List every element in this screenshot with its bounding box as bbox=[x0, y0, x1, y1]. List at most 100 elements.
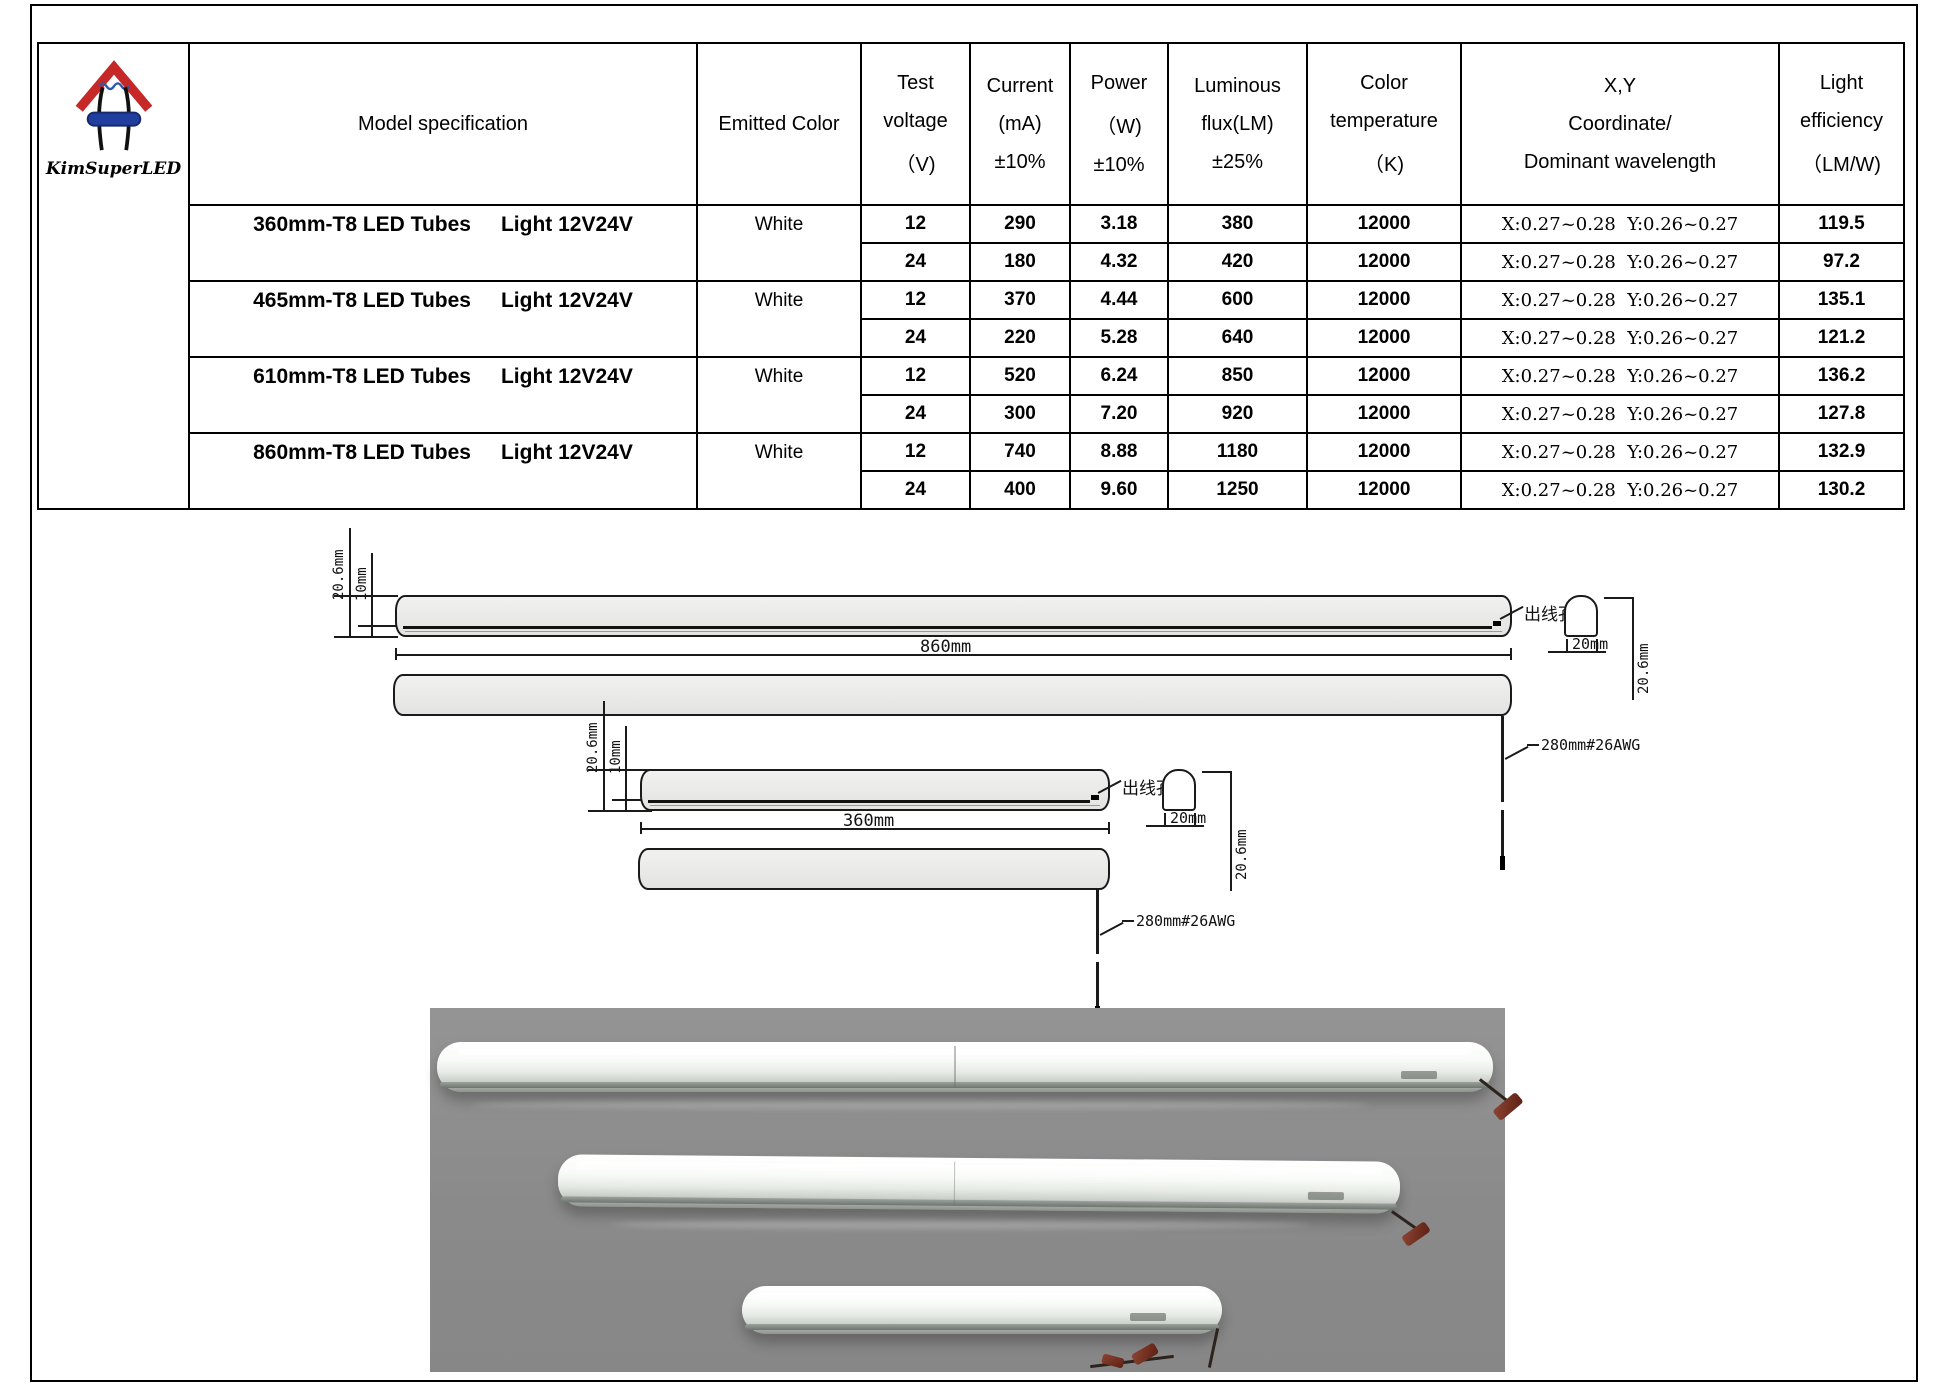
tube-860-cross-section bbox=[1564, 595, 1598, 637]
cell-current: 400 bbox=[969, 470, 1071, 510]
cell-temp: 12000 bbox=[1306, 318, 1462, 358]
dimension-tick bbox=[1566, 639, 1568, 653]
emitted-color-cell: White bbox=[696, 280, 862, 358]
cell-current: 370 bbox=[969, 280, 1071, 320]
cell-xy: X:0.27~0.28 Y:0.26~0.27 bbox=[1460, 242, 1780, 282]
tube-joint bbox=[954, 1046, 956, 1088]
cell-voltage: 24 bbox=[860, 394, 971, 434]
dimension-line bbox=[1632, 597, 1634, 700]
cell-voltage: 12 bbox=[860, 280, 971, 320]
tube-360-side-view bbox=[640, 769, 1110, 811]
cell-xy: X:0.27~0.28 Y:0.26~0.27 bbox=[1460, 318, 1780, 358]
tube-wire bbox=[1207, 1328, 1219, 1368]
cell-temp: 12000 bbox=[1306, 432, 1462, 472]
wire-360 bbox=[1096, 962, 1099, 1012]
cell-xy: X:0.27~0.28 Y:0.26~0.27 bbox=[1460, 280, 1780, 320]
tube-marking bbox=[1401, 1071, 1437, 1079]
tube-base bbox=[440, 1082, 1490, 1088]
cell-xy: X:0.27~0.28 Y:0.26~0.27 bbox=[1460, 470, 1780, 510]
length-label-360: 360mm bbox=[843, 811, 895, 831]
dimension-line bbox=[1146, 825, 1204, 827]
photo-tube-short bbox=[742, 1286, 1222, 1334]
brand-logo-icon bbox=[75, 60, 152, 151]
cell-power: 6.24 bbox=[1069, 356, 1169, 396]
reflection bbox=[610, 1220, 1310, 1229]
wire-connector bbox=[1401, 1221, 1431, 1247]
page-border-frame bbox=[30, 4, 1918, 1382]
tube-glare bbox=[751, 1292, 1213, 1305]
wire-leader-line bbox=[1099, 921, 1124, 936]
dimension-line bbox=[640, 828, 1110, 830]
cell-temp: 12000 bbox=[1306, 280, 1462, 320]
wire-spec-label: 280mm#26AWG bbox=[1136, 912, 1236, 930]
wire-outlet-hole bbox=[1091, 795, 1099, 800]
cell-flux: 1180 bbox=[1167, 432, 1308, 472]
tube-edge bbox=[650, 805, 1100, 806]
cell-flux: 640 bbox=[1167, 318, 1308, 358]
wire-outlet-label: 出线孔 bbox=[1524, 605, 1575, 625]
wire-outlet-label: 出线孔 bbox=[1122, 779, 1173, 799]
section-width-label: 20mm bbox=[1572, 635, 1609, 653]
cell-power: 4.44 bbox=[1069, 280, 1169, 320]
header-row: KimSuperLED Model specification Emitted … bbox=[37, 42, 1905, 510]
cell-xy: X:0.27~0.28 Y:0.26~0.27 bbox=[1460, 356, 1780, 396]
tube-360-cross-section bbox=[1162, 769, 1196, 811]
cell-voltage: 24 bbox=[860, 470, 971, 510]
cell-temp: 12000 bbox=[1306, 470, 1462, 510]
header-emitted-color: Emitted Color bbox=[696, 42, 862, 206]
product-photo bbox=[430, 1008, 1524, 1372]
tube-marking bbox=[1307, 1191, 1344, 1201]
wire-860 bbox=[1501, 810, 1504, 862]
wire-leader-line bbox=[1122, 920, 1134, 922]
dim-inner-height-label: 10mm bbox=[608, 740, 624, 774]
cell-efficiency: 121.2 bbox=[1778, 318, 1905, 358]
cell-power: 7.20 bbox=[1069, 394, 1169, 434]
photo-tube-long bbox=[437, 1042, 1493, 1092]
cell-power: 5.28 bbox=[1069, 318, 1169, 358]
cell-efficiency: 119.5 bbox=[1778, 204, 1905, 244]
wire-connector bbox=[1130, 1342, 1160, 1366]
tube-edge bbox=[405, 631, 1502, 632]
header-power: Power（W)±10% bbox=[1069, 42, 1169, 206]
dimension-line bbox=[349, 528, 351, 638]
tube-marking bbox=[1130, 1313, 1166, 1321]
tube-glare bbox=[458, 1049, 1472, 1061]
dim-inner-height-label: 10mm bbox=[354, 567, 370, 601]
cell-xy: X:0.27~0.28 Y:0.26~0.27 bbox=[1460, 394, 1780, 434]
brand-name: KimSuperLED bbox=[45, 159, 182, 179]
cell-temp: 12000 bbox=[1306, 242, 1462, 282]
tube-seam bbox=[648, 800, 1090, 803]
tube-base bbox=[745, 1324, 1219, 1330]
cell-temp: 12000 bbox=[1306, 394, 1462, 434]
section-height-label: 20.6mm bbox=[1234, 829, 1250, 880]
logo-cell: KimSuperLED bbox=[37, 42, 190, 510]
cell-power: 8.88 bbox=[1069, 432, 1169, 472]
wire-360 bbox=[1096, 890, 1099, 954]
header-current: Current(mA)±10% bbox=[969, 42, 1071, 206]
tube-360-bottom-view bbox=[638, 848, 1110, 890]
cell-current: 520 bbox=[969, 356, 1071, 396]
dimension-tick bbox=[1164, 813, 1166, 827]
dimension-tick bbox=[612, 799, 652, 801]
table-row: 24 220 5.28 640 12000 X:0.27~0.28 Y:0.26… bbox=[38, 318, 1905, 358]
dimension-tick bbox=[1202, 771, 1232, 773]
section-width-label: 20mm bbox=[1170, 809, 1207, 827]
cell-current: 740 bbox=[969, 432, 1071, 472]
reflection bbox=[470, 1100, 1370, 1109]
wire-outlet-hole bbox=[1493, 621, 1501, 626]
tube-860-side-view bbox=[395, 595, 1512, 637]
dimension-line bbox=[395, 654, 1512, 656]
cell-power: 9.60 bbox=[1069, 470, 1169, 510]
length-label-860: 860mm bbox=[920, 637, 972, 657]
cell-efficiency: 136.2 bbox=[1778, 356, 1905, 396]
photo-tube-medium bbox=[557, 1154, 1401, 1214]
cell-temp: 12000 bbox=[1306, 356, 1462, 396]
cell-temp: 12000 bbox=[1306, 204, 1462, 244]
cell-voltage: 12 bbox=[860, 356, 971, 396]
